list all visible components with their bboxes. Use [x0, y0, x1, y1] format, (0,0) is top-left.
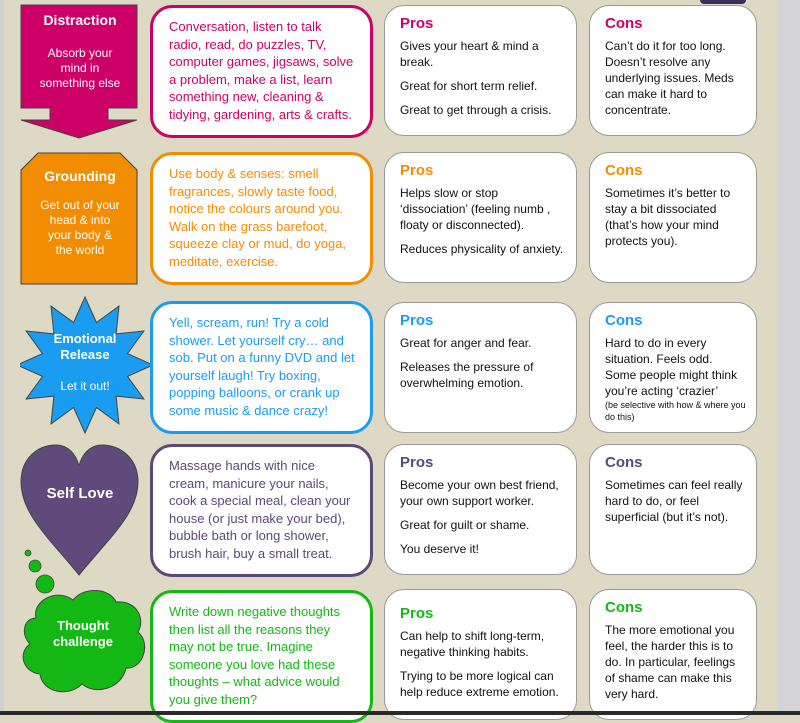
row-subtitle: Let it out! [60, 379, 110, 393]
pros-item: Great for short term relief. [400, 79, 538, 93]
pros-item: Become your own best friend, your own su… [400, 478, 559, 508]
pros-box: Pros Can help to shift long-term, negati… [384, 589, 577, 720]
thought-challenge-icon: Thought challenge [18, 548, 148, 710]
cons-box: Cons Sometimes can feel really hard to d… [589, 444, 757, 575]
starburst-icon [20, 295, 150, 435]
pros-item: Releases the pressure of overwhelming em… [400, 360, 534, 390]
cons-heading: Cons [605, 15, 643, 32]
pros-box: Pros Great for anger and fear. Releases … [384, 302, 577, 433]
row-subtitle: Get out of your head & into your body & … [40, 198, 120, 257]
pros-box: Pros Become your own best friend, your o… [384, 444, 577, 575]
cons-box: Cons Sometimes it’s better to stay a bit… [589, 152, 757, 283]
pros-item: Can help to shift long-term, negative th… [400, 629, 545, 659]
pros-item: Great to get through a crisis. [400, 103, 552, 117]
pros-heading: Pros [400, 15, 434, 32]
cons-box: Cons Hard to do in every situation. Feel… [589, 302, 757, 433]
self-love-icon: Self Love [20, 444, 140, 578]
row-subtitle: Absorb your mind in something else [39, 46, 121, 90]
viewer-bottom-bar [0, 711, 800, 715]
pros-item: Great for anger and fear. [400, 336, 532, 350]
page-edge [0, 0, 4, 715]
cons-heading: Cons [605, 162, 643, 179]
row-title: Thought challenge [53, 618, 113, 649]
activities-box: Conversation, listen to talk radio, read… [150, 5, 373, 138]
pros-heading: Pros [400, 454, 434, 471]
pros-box: Pros Gives your heart & mind a break. Gr… [384, 5, 577, 136]
cons-item: Sometimes can feel really hard to do, or… [605, 478, 743, 524]
activities-box: Write down negative thoughts then list a… [150, 590, 373, 723]
activities-box: Yell, scream, run! Try a cold shower. Le… [150, 301, 373, 434]
pros-heading: Pros [400, 312, 434, 329]
pros-box: Pros Helps slow or stop ‘dissociation’ (… [384, 152, 577, 283]
pros-item: Helps slow or stop ‘dissociation’ (feeli… [400, 186, 551, 232]
pros-heading: Pros [400, 162, 434, 179]
cons-note: (be selective with how & where you do th… [605, 400, 746, 422]
activities-box: Use body & senses: smell fragrances, slo… [150, 152, 373, 285]
row-title: Grounding [44, 168, 116, 184]
cons-heading: Cons [605, 454, 643, 471]
decorative-shape [700, 0, 746, 4]
pros-item: Gives your heart & mind a break. [400, 39, 539, 69]
activities-box: Massage hands with nice cream, manicure … [150, 444, 373, 577]
cons-heading: Cons [605, 599, 643, 616]
pros-heading: Pros [400, 605, 434, 622]
cons-item: Hard to do in every situation. Feels odd… [605, 336, 738, 398]
pros-item: You deserve it! [400, 542, 479, 556]
viewer-background [778, 0, 800, 715]
pros-item: Great for guilt or shame. [400, 518, 530, 532]
arrow-down-box-icon [20, 4, 138, 139]
pros-item: Trying to be more logical can help reduc… [400, 669, 559, 699]
thought-cloud-icon [22, 549, 146, 693]
heart-icon [20, 444, 139, 576]
emotional-release-icon: Emotional Release Let it out! [20, 295, 150, 435]
row-title: Emotional Release [53, 331, 117, 362]
cons-item: The more emotional you feel, the harder … [605, 623, 736, 701]
cons-heading: Cons [605, 312, 643, 329]
cons-box: Cons The more emotional you feel, the ha… [589, 589, 757, 720]
grounding-icon: Grounding Get out of your head & into yo… [20, 152, 140, 286]
distraction-icon: Distraction Absorb your mind in somethin… [20, 4, 140, 140]
row-title: Distraction [43, 12, 117, 28]
cons-item: Can’t do it for too long. Doesn’t resolv… [605, 39, 734, 117]
row-title: Self Love [46, 485, 114, 502]
cons-box: Cons Can’t do it for too long. Doesn’t r… [589, 5, 757, 136]
pros-item: Reduces physicality of anxiety. [400, 242, 564, 256]
cons-item: Sometimes it’s better to stay a bit diss… [605, 186, 731, 248]
octagon-icon [20, 152, 138, 285]
